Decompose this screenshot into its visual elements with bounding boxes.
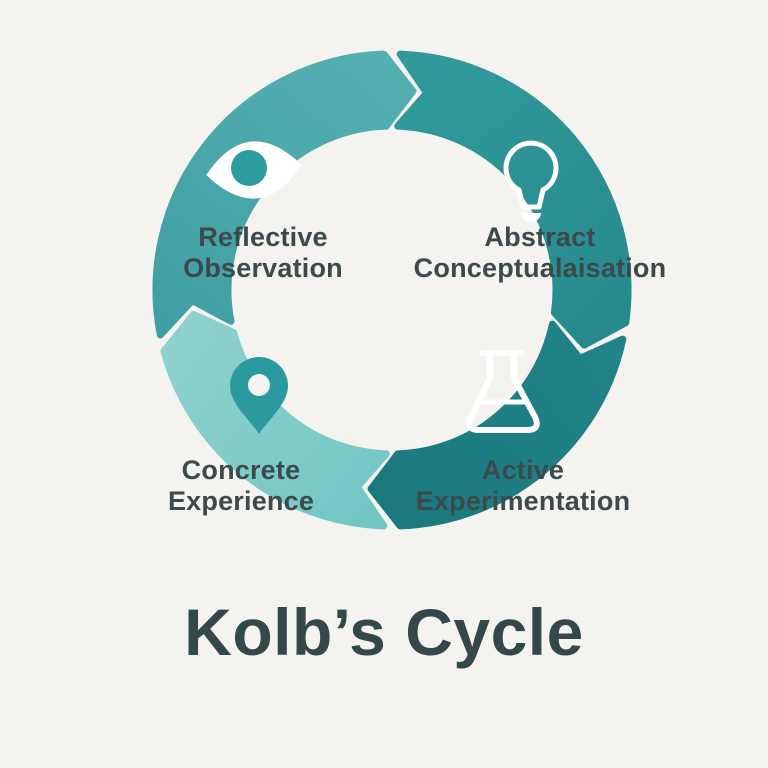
flask-icon	[466, 350, 540, 433]
label-line: Concrete	[181, 455, 301, 485]
segment-reflective-observation	[152, 50, 417, 339]
label-line: Experimentation	[415, 486, 631, 516]
lightbulb-outline	[503, 140, 559, 210]
label-line: Conceptualaisation	[413, 253, 667, 283]
flask-outline	[466, 350, 540, 433]
map-pin-hole	[248, 374, 270, 396]
lightbulb-base	[521, 213, 541, 222]
label-abstract-conceptualisation: Abstract Conceptualaisation	[370, 222, 710, 284]
segment-abstract-conceptualisation	[394, 50, 632, 349]
label-line: Experience	[167, 486, 315, 516]
segment-active-experimentation	[367, 320, 627, 530]
eye-icon	[206, 141, 302, 199]
segment-concrete-experience	[160, 310, 390, 530]
label-line: Abstract	[484, 222, 596, 252]
label-reflective-observation: Reflective Observation	[93, 222, 433, 284]
label-active-experimentation: Active Experimentation	[353, 455, 693, 517]
label-concrete-experience: Concrete Experience	[71, 455, 411, 517]
label-line: Reflective	[198, 222, 328, 252]
diagram-title: Kolb’s Cycle	[184, 595, 584, 669]
eye-pupil	[231, 150, 267, 186]
label-line: Active	[481, 455, 565, 485]
segments-layer	[152, 50, 632, 530]
label-line: Observation	[183, 253, 343, 283]
lightbulb-icon	[503, 140, 559, 222]
map-pin-icon	[230, 356, 289, 434]
